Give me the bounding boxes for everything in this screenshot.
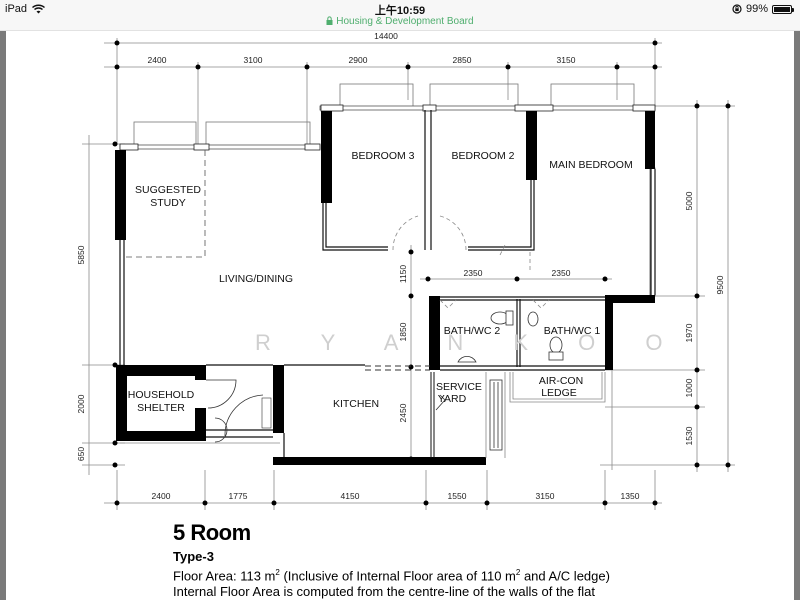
dim-top-3: 2900 — [349, 55, 368, 65]
flat-subtype: Type-3 — [173, 549, 214, 564]
clock: 上午10:59 — [374, 5, 426, 17]
page-edge-right — [794, 31, 800, 600]
dim-right-2: 1970 — [684, 323, 694, 342]
room-shelter-line1: HOUSEHOLD — [128, 389, 195, 401]
dim-right-overall: 9500 — [715, 275, 725, 294]
door-swings — [392, 215, 550, 309]
dim-right-4: 1530 — [684, 426, 694, 445]
wifi-icon — [32, 4, 46, 14]
dim-bath-right: 2350 — [552, 268, 571, 278]
status-left: iPad — [5, 3, 46, 15]
room-service-line1: SERVICE — [436, 381, 482, 393]
dim-top-1: 2400 — [148, 55, 167, 65]
dimension-lines — [82, 38, 735, 510]
room-kitchen: KITCHEN — [333, 398, 379, 410]
plan-caption: 5 Room Type-3 Floor Area: 113 m2 (Inclus… — [173, 520, 610, 600]
room-main-bedroom: MAIN BEDROOM — [549, 159, 632, 171]
lock-icon — [326, 16, 333, 25]
window-mullions — [119, 104, 656, 151]
dashed-lines — [126, 150, 430, 371]
solid-walls — [115, 111, 655, 465]
dim-top-5: 3150 — [557, 55, 576, 65]
battery-icon — [772, 4, 794, 14]
status-bar: iPad 上午10:59 Housing & Development Board… — [0, 0, 800, 31]
dimension-dots — [112, 40, 731, 506]
dim-interior-1850: 1850 — [398, 322, 408, 341]
dim-interior-2450: 2450 — [398, 403, 408, 422]
dim-bottom-3: 4150 — [341, 491, 360, 501]
dim-left-1: 5850 — [76, 245, 86, 264]
room-bath-wc-1: BATH/WC 1 — [544, 325, 601, 337]
dim-bottom-5: 3150 — [536, 491, 555, 501]
page-edge-left — [0, 31, 6, 600]
room-bath-wc-2: BATH/WC 2 — [444, 325, 501, 337]
room-service-line2: YARD — [438, 393, 467, 405]
status-right: 99% — [732, 3, 794, 15]
thin-walls — [119, 110, 656, 458]
device-name: iPad — [5, 3, 28, 15]
watermark: R Y A N K O O — [255, 330, 684, 355]
internal-area-note: Internal Floor Area is computed from the… — [173, 584, 595, 600]
dim-top-4: 2850 — [453, 55, 472, 65]
room-bedroom-3: BEDROOM 3 — [351, 150, 414, 162]
room-study-line1: SUGGESTED — [135, 184, 201, 196]
room-aircon-line1: AIR-CON — [539, 375, 583, 387]
dim-interior-1150: 1150 — [398, 265, 408, 284]
dim-bottom-6: 1350 — [621, 491, 640, 501]
dim-bottom-4: 1550 — [448, 491, 467, 501]
dim-left-2: 2000 — [76, 394, 86, 413]
url-site-name: Housing & Development Board — [336, 16, 474, 27]
room-bedroom-2: BEDROOM 2 — [451, 150, 514, 162]
dimension-labels: 14400 2400 3100 2900 2850 3150 2400 1775… — [76, 31, 725, 501]
orientation-lock-icon — [732, 4, 742, 14]
dim-bath-left: 2350 — [464, 268, 483, 278]
room-aircon-line2: LEDGE — [541, 387, 577, 399]
battery-percent: 99% — [745, 3, 768, 15]
room-shelter-line2: SHELTER — [137, 402, 185, 414]
dim-right-3: 1000 — [684, 378, 694, 397]
sanitary-fittings — [457, 310, 564, 451]
dim-bottom-1: 2400 — [152, 491, 171, 501]
room-living-dining: LIVING/DINING — [219, 273, 293, 285]
room-study-line2: STUDY — [150, 197, 186, 209]
dim-top-overall: 14400 — [374, 31, 398, 41]
room-labels: BEDROOM 3 BEDROOM 2 MAIN BEDROOM SUGGEST… — [128, 150, 633, 414]
dim-bottom-2: 1775 — [229, 491, 248, 501]
entry-doors — [206, 379, 446, 443]
dim-right-1: 5000 — [684, 191, 694, 210]
dim-top-2: 3100 — [244, 55, 263, 65]
flat-type-title: 5 Room — [173, 520, 251, 545]
dim-left-3: 650 — [76, 447, 86, 461]
floor-area-text: Floor Area: 113 m2 (Inclusive of Interna… — [173, 568, 610, 584]
url-bar[interactable]: Housing & Development Board — [0, 16, 800, 27]
